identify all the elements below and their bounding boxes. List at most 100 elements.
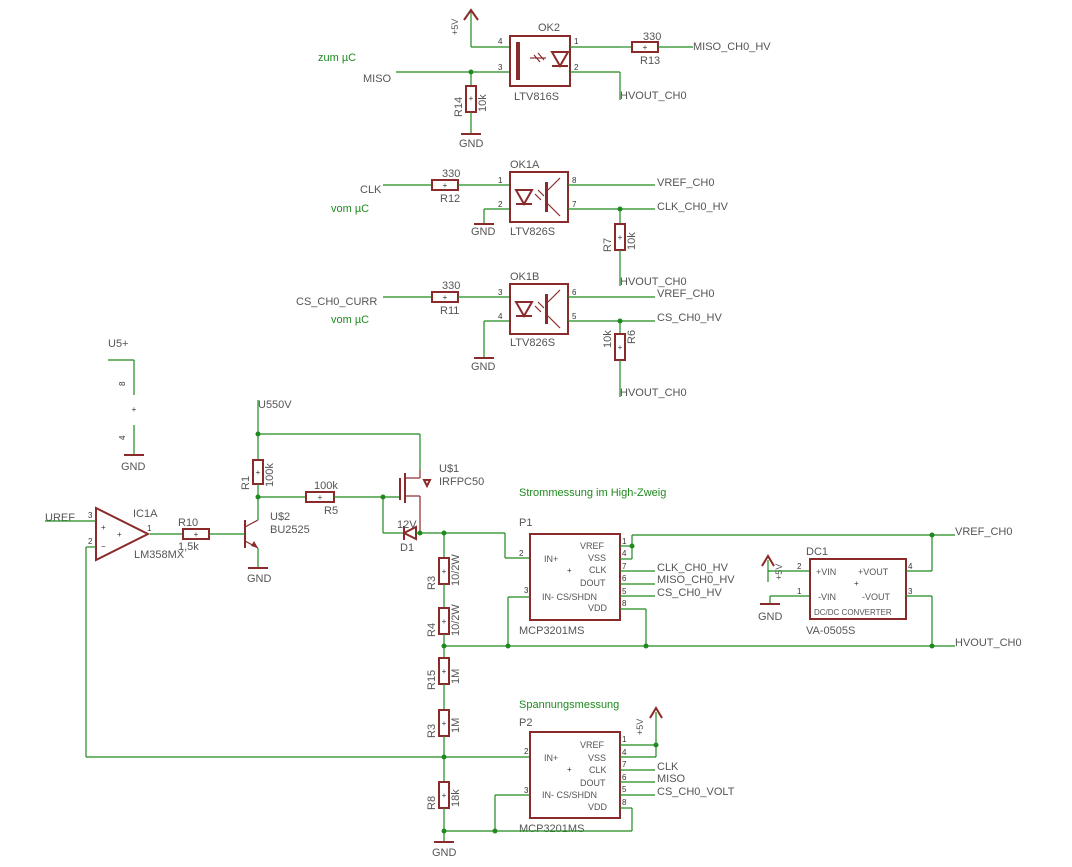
- resistor-value: 10/2W: [450, 604, 462, 636]
- svg-text:6: 6: [622, 773, 627, 782]
- net-label: vom µC: [331, 203, 369, 215]
- optocoupler-ok2: [509, 35, 571, 87]
- svg-text:5: 5: [622, 587, 627, 596]
- dcdc-converter-dc1: [809, 558, 907, 620]
- svg-text:3: 3: [524, 786, 529, 795]
- gnd-label: GND: [758, 611, 783, 623]
- svg-text:+: +: [132, 405, 137, 414]
- supply-arrow-icon: [463, 8, 479, 21]
- resistor-value: 10k: [602, 330, 614, 348]
- net-label: HVOUT_CH0: [620, 276, 687, 288]
- svg-text:VSS: VSS: [588, 753, 606, 763]
- svg-text:7: 7: [622, 562, 627, 571]
- svg-text:6: 6: [622, 574, 627, 583]
- svg-text:1: 1: [574, 37, 579, 46]
- svg-text:+: +: [643, 43, 648, 52]
- svg-text:1: 1: [622, 735, 627, 744]
- part-name: U$1: [439, 463, 459, 475]
- resistor-value: 330: [442, 168, 460, 180]
- ok1a-block: CLK vom µC + 330 R12 GND OK1A LTV826S 1 …: [331, 159, 729, 288]
- svg-text:-VOUT: -VOUT: [862, 592, 891, 602]
- part-value: LTV826S: [510, 337, 555, 349]
- svg-text:CLK: CLK: [589, 765, 607, 775]
- net-label: CLK_CH0_HV: [657, 562, 729, 574]
- part-value: LM358MX: [134, 549, 185, 561]
- ok1b-block: CS_CH0_CURR vom µC + 330 R11 GND OK1B LT…: [296, 271, 722, 399]
- svg-text:+: +: [256, 468, 261, 477]
- svg-text:+: +: [442, 791, 447, 800]
- svg-text:+: +: [101, 523, 106, 532]
- svg-text:DOUT: DOUT: [580, 578, 606, 588]
- part-value: 12V: [397, 519, 417, 531]
- resistor-value: 10k: [626, 232, 638, 250]
- part-name: OK1B: [510, 271, 539, 283]
- part-value: VA-0505S: [806, 625, 855, 637]
- svg-text:6: 6: [572, 288, 577, 297]
- gnd-label: GND: [121, 461, 146, 473]
- net-label: HVOUT_CH0: [955, 637, 1022, 649]
- svg-text:+VIN: +VIN: [816, 567, 836, 577]
- resistor-name: R15: [426, 670, 438, 690]
- resistor-name: R10: [178, 517, 198, 529]
- supply-arrow-icon: [649, 706, 663, 719]
- resistor-name: R4: [426, 623, 438, 637]
- svg-text:8: 8: [622, 798, 627, 807]
- part-value: LTV816S: [514, 91, 559, 103]
- net-label: MISO: [363, 73, 392, 85]
- gnd-label: GND: [471, 226, 496, 238]
- svg-text:+: +: [442, 667, 447, 676]
- svg-text:VREF: VREF: [580, 541, 605, 551]
- net-label: zum µC: [318, 52, 356, 64]
- part-value: MCP3201MS: [519, 625, 584, 637]
- part-name: IC1A: [133, 508, 158, 520]
- net-label: vom µC: [331, 314, 369, 326]
- svg-text:+: +: [567, 566, 572, 575]
- net-label: CLK: [360, 184, 382, 196]
- svg-text:4: 4: [622, 748, 627, 757]
- resistor-value: 100k: [264, 463, 276, 487]
- net-label: MISO_CH0_HV: [657, 574, 735, 586]
- shunt-chain: + R3 10/2W + R4 10/2W HVOUT_CH0 + R15 1M…: [426, 532, 1022, 859]
- led-icon: [514, 301, 534, 319]
- svg-text:2: 2: [797, 562, 802, 571]
- svg-text:CLK: CLK: [589, 565, 607, 575]
- resistor-name: R8: [426, 796, 438, 810]
- svg-text:4: 4: [622, 549, 627, 558]
- svg-text:3: 3: [524, 586, 529, 595]
- svg-text:DOUT: DOUT: [580, 778, 606, 788]
- svg-text:4: 4: [498, 37, 503, 46]
- svg-text:2: 2: [574, 63, 579, 72]
- net-label: +5V: [774, 564, 784, 580]
- svg-text:VSS: VSS: [588, 553, 606, 563]
- svg-text:8: 8: [118, 381, 127, 386]
- led-icon: [550, 51, 570, 69]
- resistor-value: 330: [643, 31, 661, 43]
- section-heading: Strommessung im High-Zweig: [519, 487, 666, 499]
- svg-text:1: 1: [147, 524, 152, 533]
- svg-text:3: 3: [498, 63, 503, 72]
- resistor-value: 1M: [450, 669, 462, 684]
- part-name: OK2: [538, 22, 560, 34]
- net-label: UREF: [45, 512, 75, 524]
- svg-text:IN+: IN+: [544, 753, 558, 763]
- svg-text:5: 5: [572, 312, 577, 321]
- resistor-name: R12: [440, 193, 460, 205]
- svg-text:VDD: VDD: [588, 802, 608, 812]
- svg-text:+: +: [854, 579, 859, 588]
- supply-arrow-icon: [761, 554, 775, 567]
- svg-text:1: 1: [498, 176, 503, 185]
- svg-text:IN- CS/SHDN: IN- CS/SHDN: [542, 790, 597, 800]
- led-icon: [514, 189, 534, 207]
- net-label: MISO: [657, 773, 686, 785]
- svg-text:8: 8: [622, 599, 627, 608]
- net-label: U5+: [108, 338, 129, 350]
- resistor-value: 10k: [477, 94, 489, 112]
- svg-text:+: +: [117, 530, 122, 539]
- svg-text:+: +: [567, 765, 572, 774]
- svg-text:+: +: [618, 233, 623, 242]
- part-value: MCP3201MS: [519, 823, 584, 835]
- gnd-label: GND: [471, 361, 496, 373]
- optocoupler-ok1a: [509, 171, 569, 223]
- resistor-value: 330: [442, 280, 460, 292]
- svg-text:3: 3: [88, 511, 93, 520]
